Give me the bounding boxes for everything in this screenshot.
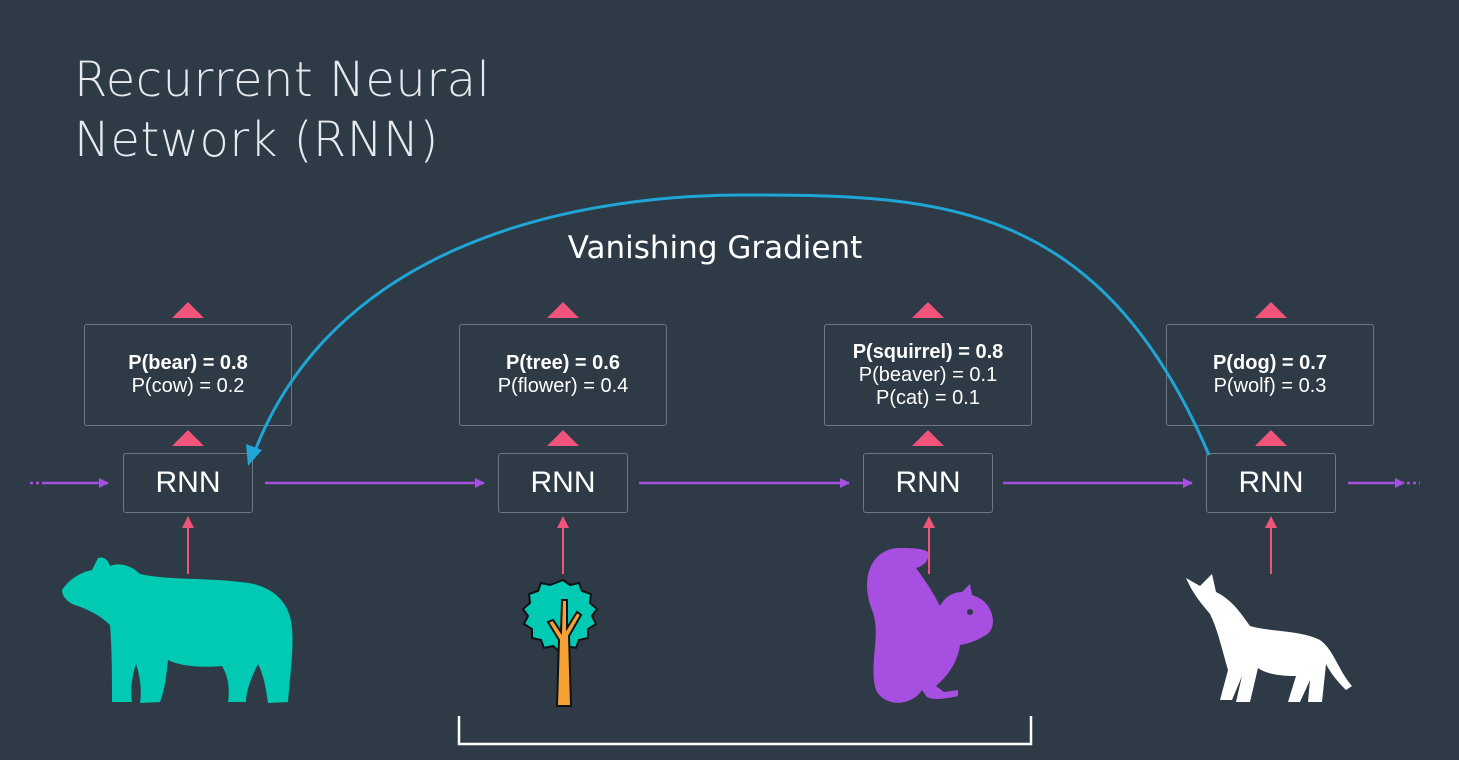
- prob-box-4: P(dog) = 0.7 P(wolf) = 0.3: [1166, 324, 1374, 426]
- slide-title: Recurrent Neural Network (RNN): [74, 50, 490, 170]
- rnn-cell-3: RNN: [863, 453, 993, 513]
- prob-line-top: P(squirrel) = 0.8: [852, 340, 1004, 363]
- prob-line-top: P(dog) = 0.7: [1213, 352, 1327, 374]
- prob-line: P(wolf) = 0.3: [1213, 375, 1327, 397]
- arc-arrowhead: [246, 444, 262, 466]
- rnn-cell-1: RNN: [123, 453, 253, 513]
- rnn-cell-4: RNN: [1206, 453, 1336, 513]
- prob-box-2: P(tree) = 0.6 P(flower) = 0.4: [459, 324, 667, 426]
- vanishing-gradient-arc: [251, 193, 1211, 457]
- title-line-2: Network (RNN): [74, 112, 439, 168]
- prob-box-3: P(squirrel) = 0.8 P(beaver) = 0.1 P(cat)…: [824, 324, 1032, 426]
- prob-line: P(cow) = 0.2: [131, 375, 245, 397]
- prob-line: P(flower) = 0.4: [497, 375, 629, 397]
- prob-line-top: P(tree) = 0.6: [506, 352, 620, 374]
- input-arrows: [182, 516, 1277, 574]
- tree-icon: [521, 578, 599, 707]
- prob-line: P(beaver) = 0.1: [858, 363, 998, 386]
- rnn-cell-2: RNN: [498, 453, 628, 513]
- bear-icon: [62, 557, 293, 703]
- prob-box-1: P(bear) = 0.8 P(cow) = 0.2: [84, 324, 292, 426]
- title-line-1: Recurrent Neural: [74, 52, 491, 108]
- squirrel-icon: [867, 548, 993, 703]
- vanishing-gradient-label: Vanishing Gradient: [567, 230, 863, 266]
- wolf-icon: [1186, 574, 1352, 702]
- output-arrows: [172, 302, 1287, 446]
- bracket: [457, 716, 1033, 746]
- prob-line: P(cat) = 0.1: [876, 386, 980, 409]
- prob-line-top: P(bear) = 0.8: [128, 352, 248, 374]
